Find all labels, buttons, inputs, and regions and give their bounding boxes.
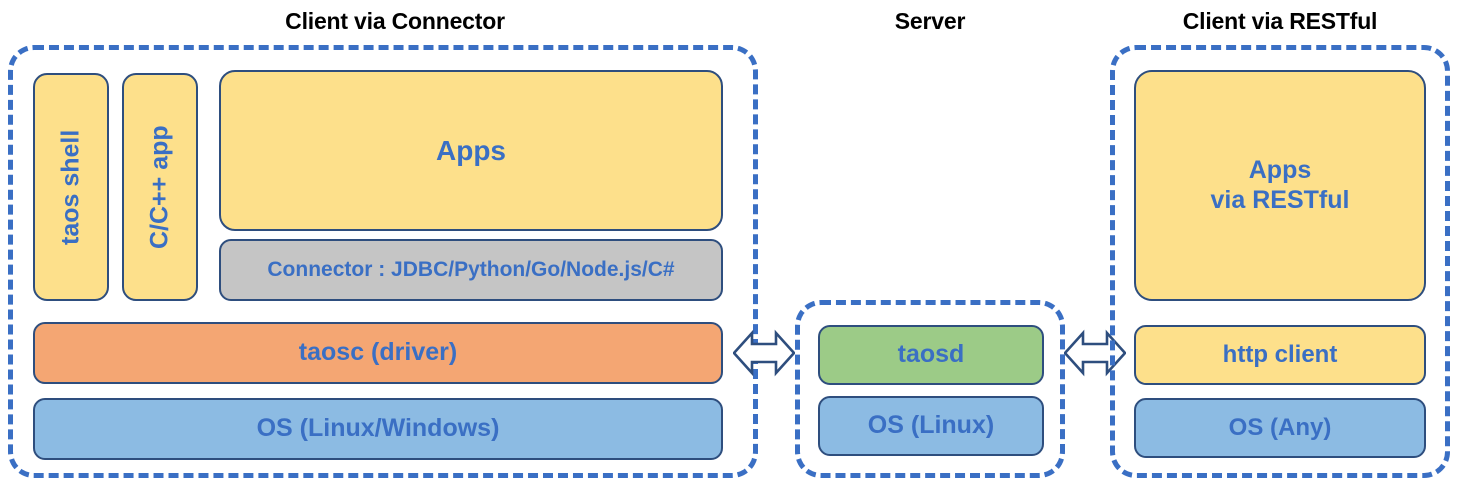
caption-client-via-restful: Client via RESTful [1182,8,1378,34]
box-connector[interactable]: Connector : JDBC/Python/Go/Node.js/C# [219,239,723,301]
group-client-via-restful [1110,45,1450,478]
box-os-linux[interactable]: OS (Linux) [818,396,1044,456]
group-server [795,300,1065,478]
apps-via-restful-line-1: Apps [1248,156,1312,184]
caption-server: Server [894,8,966,34]
box-apps[interactable]: Apps [219,70,723,231]
box-http-client[interactable]: http client [1134,325,1426,385]
box-taos-shell[interactable]: taos shell [33,73,109,301]
box-taosd[interactable]: taosd [818,325,1044,385]
box-c-cpp-app[interactable]: C/C++ app [122,73,198,301]
group-client-via-connector [8,45,758,478]
caption-client-via-connector: Client via Connector [285,8,505,34]
box-taosc-driver[interactable]: taosc (driver) [33,322,723,384]
box-apps-via-restful[interactable]: Apps via RESTful [1134,70,1426,301]
apps-via-restful-line-2: via RESTful [1210,185,1350,214]
double-headed-arrow-icon-left [732,325,796,381]
box-os-linux-windows[interactable]: OS (Linux/Windows) [33,398,723,460]
box-os-any[interactable]: OS (Any) [1134,398,1426,458]
